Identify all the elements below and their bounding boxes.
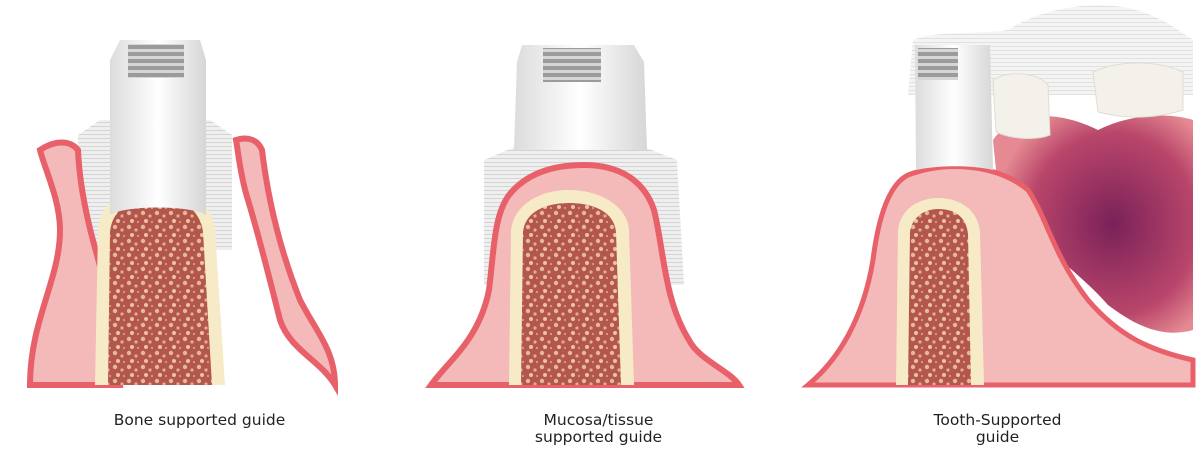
caption-line: guide	[798, 429, 1197, 446]
tooth-supported-illustration	[798, 0, 1197, 400]
bone-marrow	[908, 209, 971, 385]
gum-right-flap	[236, 138, 335, 385]
tooth	[1093, 63, 1183, 117]
mucosa-supported-illustration	[399, 0, 798, 400]
metal-ring	[543, 48, 601, 82]
metal-ring	[918, 48, 958, 80]
caption-line: Bone supported guide	[0, 412, 399, 429]
panel-tooth-supported: Tooth-Supported guide	[798, 0, 1197, 456]
caption-bone-supported: Bone supported guide	[0, 412, 399, 429]
caption-line: supported guide	[399, 429, 798, 446]
caption-tooth-supported: Tooth-Supported guide	[798, 412, 1197, 446]
caption-line: Mucosa/tissue	[399, 412, 798, 429]
caption-line: Tooth-Supported	[798, 412, 1197, 429]
panel-bone-supported: Bone supported guide	[0, 0, 399, 456]
tooth	[993, 74, 1050, 139]
bone-marrow	[108, 195, 212, 385]
bone-supported-illustration	[0, 0, 399, 400]
metal-ring	[128, 44, 184, 78]
caption-mucosa-supported: Mucosa/tissue supported guide	[399, 412, 798, 446]
bone-marrow	[521, 203, 621, 385]
panel-mucosa-supported: Mucosa/tissue supported guide	[399, 0, 798, 456]
